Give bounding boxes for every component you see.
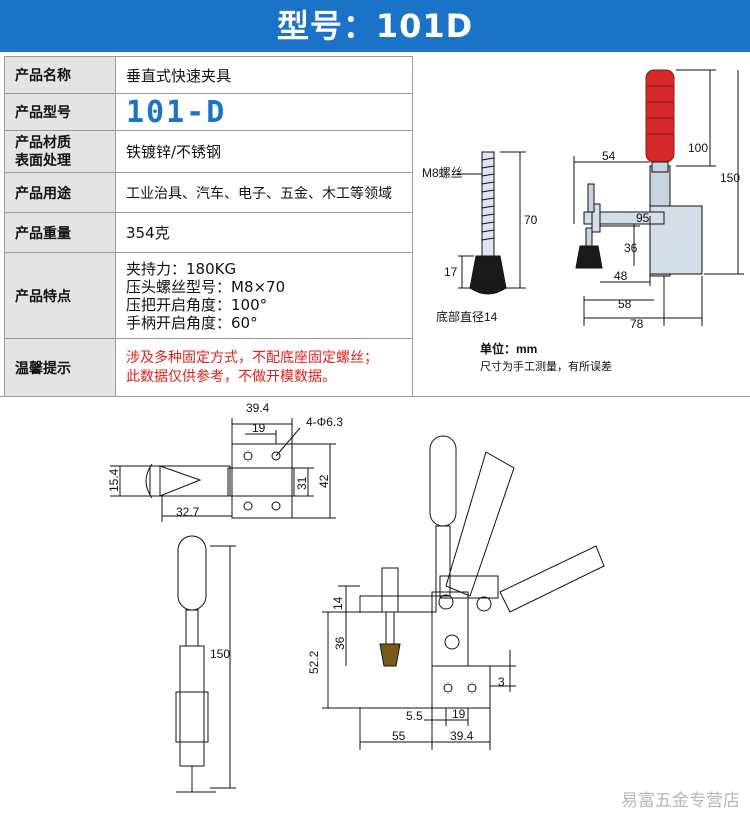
spec-value-tips: 涉及多种固定方式，不配底座固定螺丝； 此数据仅供参考，不做开模数据。 bbox=[115, 338, 413, 397]
label-hole-spec: 4-Φ6.3 bbox=[306, 415, 343, 429]
label-measure-note: 尺寸为手工测量，有所误差 bbox=[480, 359, 612, 373]
bottom-technical-drawing: 39.4 19 4-Φ6.3 15.4 31 42 32.7 150 14 36… bbox=[107, 401, 605, 793]
dim-55: 55 bbox=[392, 729, 406, 743]
spec-value-material: 铁镀锌/不锈钢 bbox=[115, 130, 413, 173]
spec-row-model: 产品型号 101-D bbox=[4, 93, 413, 131]
feature-line: 压把开启角度：100° bbox=[126, 295, 268, 314]
spec-label-tips: 温馨提示 bbox=[4, 338, 116, 397]
dim-31: 31 bbox=[295, 476, 309, 490]
dim-95: 95 bbox=[636, 211, 650, 225]
spec-row-features: 产品特点 夹持力：180KG 压头螺丝型号：M8×70 压把开启角度：100° … bbox=[4, 252, 413, 339]
dim-19: 19 bbox=[452, 707, 466, 721]
spec-row-use: 产品用途 工业治具、汽车、电子、五金、木工等领域 bbox=[4, 172, 413, 213]
spec-table: 产品名称 垂直式快速夹具 产品型号 101-D 产品材质 表面处理 铁镀锌/不锈… bbox=[4, 56, 413, 397]
spec-label-material-1: 产品材质 bbox=[15, 134, 71, 151]
dim-48: 48 bbox=[614, 269, 628, 283]
dim-top-39-4: 39.4 bbox=[246, 401, 270, 415]
spec-row-material: 产品材质 表面处理 铁镀锌/不锈钢 bbox=[4, 130, 413, 173]
spec-label-weight: 产品重量 bbox=[4, 212, 116, 253]
dim-54: 54 bbox=[602, 149, 616, 163]
label-screw: M8螺丝 bbox=[422, 166, 463, 180]
dim-36: 36 bbox=[333, 636, 347, 650]
tip-line: 此数据仅供参考，不做开模数据。 bbox=[126, 368, 336, 385]
page-title: 型号：101D bbox=[276, 7, 474, 45]
dim-36: 36 bbox=[624, 241, 638, 255]
dim-70: 70 bbox=[524, 213, 538, 227]
spec-row-weight: 产品重量 354克 bbox=[4, 212, 413, 253]
dim-5-5: 5.5 bbox=[406, 709, 423, 723]
feature-line: 手柄开启角度：60° bbox=[126, 313, 258, 332]
spec-label-material: 产品材质 表面处理 bbox=[4, 130, 116, 173]
dim-top-19: 19 bbox=[252, 421, 266, 435]
spec-label-name: 产品名称 bbox=[4, 56, 116, 94]
spec-label-features: 产品特点 bbox=[4, 252, 116, 339]
spec-label-use: 产品用途 bbox=[4, 172, 116, 213]
feature-line: 夹持力：180KG bbox=[126, 259, 237, 278]
dim-39-4: 39.4 bbox=[450, 729, 474, 743]
handle-front-view bbox=[177, 535, 207, 611]
dim-42: 42 bbox=[317, 474, 331, 488]
label-base-diameter: 底部直径14 bbox=[436, 309, 498, 324]
handle-side-view bbox=[429, 435, 457, 527]
dim-17: 17 bbox=[444, 265, 458, 279]
section-divider bbox=[0, 396, 750, 397]
spec-row-name: 产品名称 垂直式快速夹具 bbox=[4, 56, 413, 94]
rubber-tip bbox=[469, 255, 507, 289]
dim-15-4: 15.4 bbox=[107, 468, 121, 492]
spec-value-use: 工业治具、汽车、电子、五金、木工等领域 bbox=[115, 172, 413, 213]
dim-150: 150 bbox=[720, 171, 740, 185]
spec-row-tips: 温馨提示 涉及多种固定方式，不配底座固定螺丝； 此数据仅供参考，不做开模数据。 bbox=[4, 338, 413, 397]
red-handle bbox=[645, 69, 675, 163]
spec-value-features: 夹持力：180KG 压头螺丝型号：M8×70 压把开启角度：100° 手柄开启角… bbox=[115, 252, 413, 339]
top-dimension-drawing: M8螺丝 70 17 底部直径14 54 100 150 95 36 48 58… bbox=[422, 69, 744, 373]
spec-value-model: 101-D bbox=[115, 93, 413, 131]
spec-label-material-2: 表面处理 bbox=[15, 152, 71, 169]
tip-line: 涉及多种固定方式，不配底座固定螺丝； bbox=[126, 349, 378, 366]
dim-100: 100 bbox=[688, 141, 708, 155]
dim-14: 14 bbox=[331, 596, 345, 610]
dim-58: 58 bbox=[618, 297, 632, 311]
spec-value-name: 垂直式快速夹具 bbox=[115, 56, 413, 94]
label-unit: 单位：mm bbox=[480, 341, 537, 356]
dim-3: 3 bbox=[498, 675, 505, 689]
title-banner bbox=[0, 0, 750, 52]
dim-150: 150 bbox=[210, 647, 230, 661]
feature-line: 压头螺丝型号：M8×70 bbox=[126, 277, 286, 296]
dim-78: 78 bbox=[630, 317, 644, 331]
shop-watermark: 易富五金专营店 bbox=[621, 791, 740, 811]
dim-32-7: 32.7 bbox=[176, 505, 200, 519]
dim-52-2: 52.2 bbox=[307, 650, 321, 674]
spec-value-weight: 354克 bbox=[115, 212, 413, 253]
base-plate-top-view bbox=[231, 443, 293, 519]
spec-label-model: 产品型号 bbox=[4, 93, 116, 131]
spindle-tip bbox=[575, 245, 603, 269]
